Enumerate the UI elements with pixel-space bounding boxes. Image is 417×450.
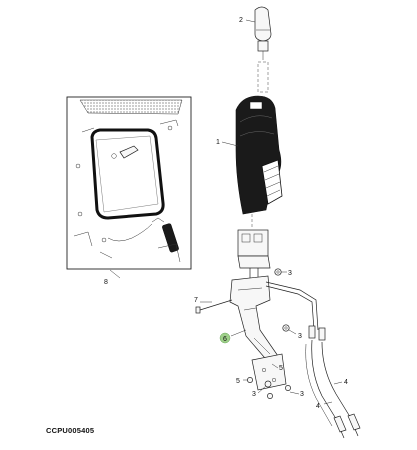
callout-2: 2 — [239, 17, 243, 24]
bolt-5-upper — [247, 377, 253, 383]
callout-1: 1 — [216, 139, 220, 146]
callout-8: 8 — [104, 279, 108, 286]
nut-lower — [264, 380, 272, 388]
figure-code: CCPU005405 — [46, 426, 95, 435]
shift-mechanism — [237, 229, 271, 282]
callout-3-middle: 3 — [298, 333, 302, 340]
console-boot — [235, 95, 283, 215]
callout-7: 7 — [194, 297, 198, 304]
callout-3-bottom: 3 — [252, 391, 256, 398]
callout-4-lower: 4 — [316, 403, 320, 410]
callout-5-upper: 5 — [236, 378, 240, 385]
callout-6: 6 — [223, 336, 227, 343]
callout-3-right: 3 — [300, 391, 304, 398]
nut-upper — [274, 268, 282, 276]
callout-3-top: 3 — [288, 270, 292, 277]
inset-detail — [66, 96, 192, 270]
callout-4-upper: 4 — [344, 379, 348, 386]
bolt-5-lower — [267, 393, 273, 399]
shift-knob — [254, 6, 272, 60]
nut-middle — [282, 324, 290, 332]
bolt — [195, 299, 233, 314]
mounting-bracket — [229, 275, 287, 391]
callout-5-lower: 5 — [279, 365, 283, 372]
callout-6-marker — [219, 332, 231, 344]
control-cables — [265, 281, 361, 439]
